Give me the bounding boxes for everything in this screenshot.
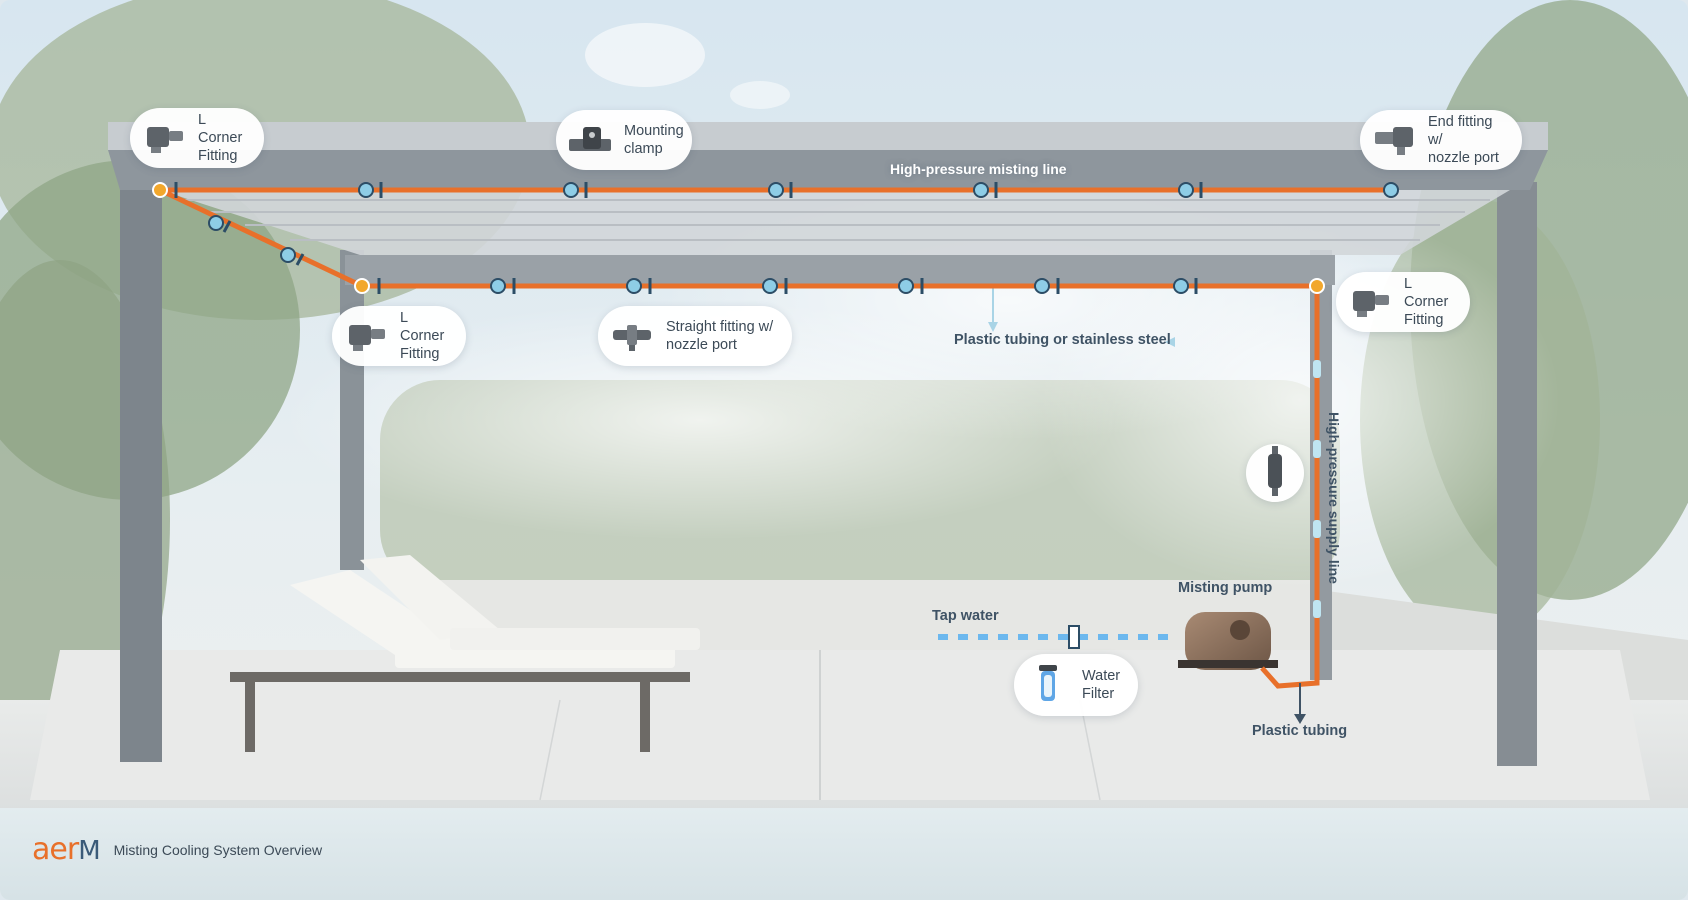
supply-line xyxy=(1260,285,1320,689)
callout-label: L Corner Fitting xyxy=(198,112,243,164)
nozzle xyxy=(898,278,924,294)
callout-label: L Corner Fitting xyxy=(400,310,445,362)
misting-pump-icon xyxy=(1178,612,1278,670)
callout-label: Water Filter xyxy=(1082,668,1121,702)
nozzle xyxy=(490,278,516,294)
brand-logo-mark: M xyxy=(78,836,100,866)
nozzle xyxy=(1173,278,1198,294)
brand-logo-text: aer xyxy=(32,832,79,867)
tap-valve-icon xyxy=(1068,625,1080,649)
inline-filter xyxy=(1246,444,1304,502)
high-pressure-supply-line-label: High-pressure supply line xyxy=(1325,412,1342,584)
nozzle xyxy=(762,278,788,294)
nozzle-row-top xyxy=(174,182,1399,198)
mounting-clamp-icon xyxy=(566,120,614,160)
straight-fitting-icon xyxy=(608,316,656,356)
nozzle xyxy=(280,247,305,266)
footer-brand: aerM Misting Cooling System Overview xyxy=(32,832,322,867)
callout-l-corner-fitting-right: L Corner Fitting xyxy=(1336,272,1470,332)
l-corner-fitting-icon xyxy=(140,118,188,158)
nozzle xyxy=(563,182,588,198)
end-fitting-icon xyxy=(1370,120,1418,160)
diagram-subtitle: Misting Cooling System Overview xyxy=(113,841,323,858)
nozzle xyxy=(768,182,793,198)
callout-mounting-clamp: Mounting clamp xyxy=(556,110,692,170)
misting-pump-label: Misting pump xyxy=(1178,580,1273,596)
corner-dot xyxy=(354,278,370,294)
callout-end-fitting: End fitting w/ nozzle port xyxy=(1360,110,1522,170)
nozzle-row-front xyxy=(377,278,1198,294)
corner-dot xyxy=(1309,278,1325,294)
callout-water-filter: Water Filter xyxy=(1014,654,1138,716)
nozzle xyxy=(1034,278,1060,294)
brand-logo: aerM xyxy=(32,832,101,867)
callout-l-corner-fitting-top-left: L Corner Fitting xyxy=(130,108,264,168)
tap-water-label: Tap water xyxy=(932,608,999,624)
high-pressure-misting-line-label: High-pressure misting line xyxy=(890,161,1067,177)
callout-label: Mounting clamp xyxy=(624,123,684,157)
callout-straight-fitting: Straight fitting w/ nozzle port xyxy=(598,306,792,366)
nozzle-row-diagonal xyxy=(208,215,305,266)
nozzle xyxy=(973,182,998,198)
callout-l-corner-fitting-mid-left: L Corner Fitting xyxy=(332,306,466,366)
nozzle xyxy=(1383,182,1399,198)
nozzle xyxy=(208,215,232,233)
l-corner-fitting-icon xyxy=(1346,282,1394,322)
l-corner-fitting-icon xyxy=(342,316,390,356)
plastic-tubing-label: Plastic tubing xyxy=(1252,723,1348,739)
nozzle xyxy=(358,182,383,198)
callout-label: Straight fitting w/ nozzle port xyxy=(666,319,774,353)
corner-dot xyxy=(152,182,168,198)
water-filter-icon xyxy=(1024,665,1072,705)
callout-label: L Corner Fitting xyxy=(1404,276,1449,328)
callout-label: End fitting w/ nozzle port xyxy=(1428,114,1499,166)
nozzle xyxy=(1178,182,1203,198)
diagonal-misting-line xyxy=(158,187,364,289)
nozzle xyxy=(626,278,652,294)
inline-filter-icon xyxy=(1265,445,1285,501)
plastic-or-steel-label: Plastic tubing or stainless steel xyxy=(954,332,1171,348)
